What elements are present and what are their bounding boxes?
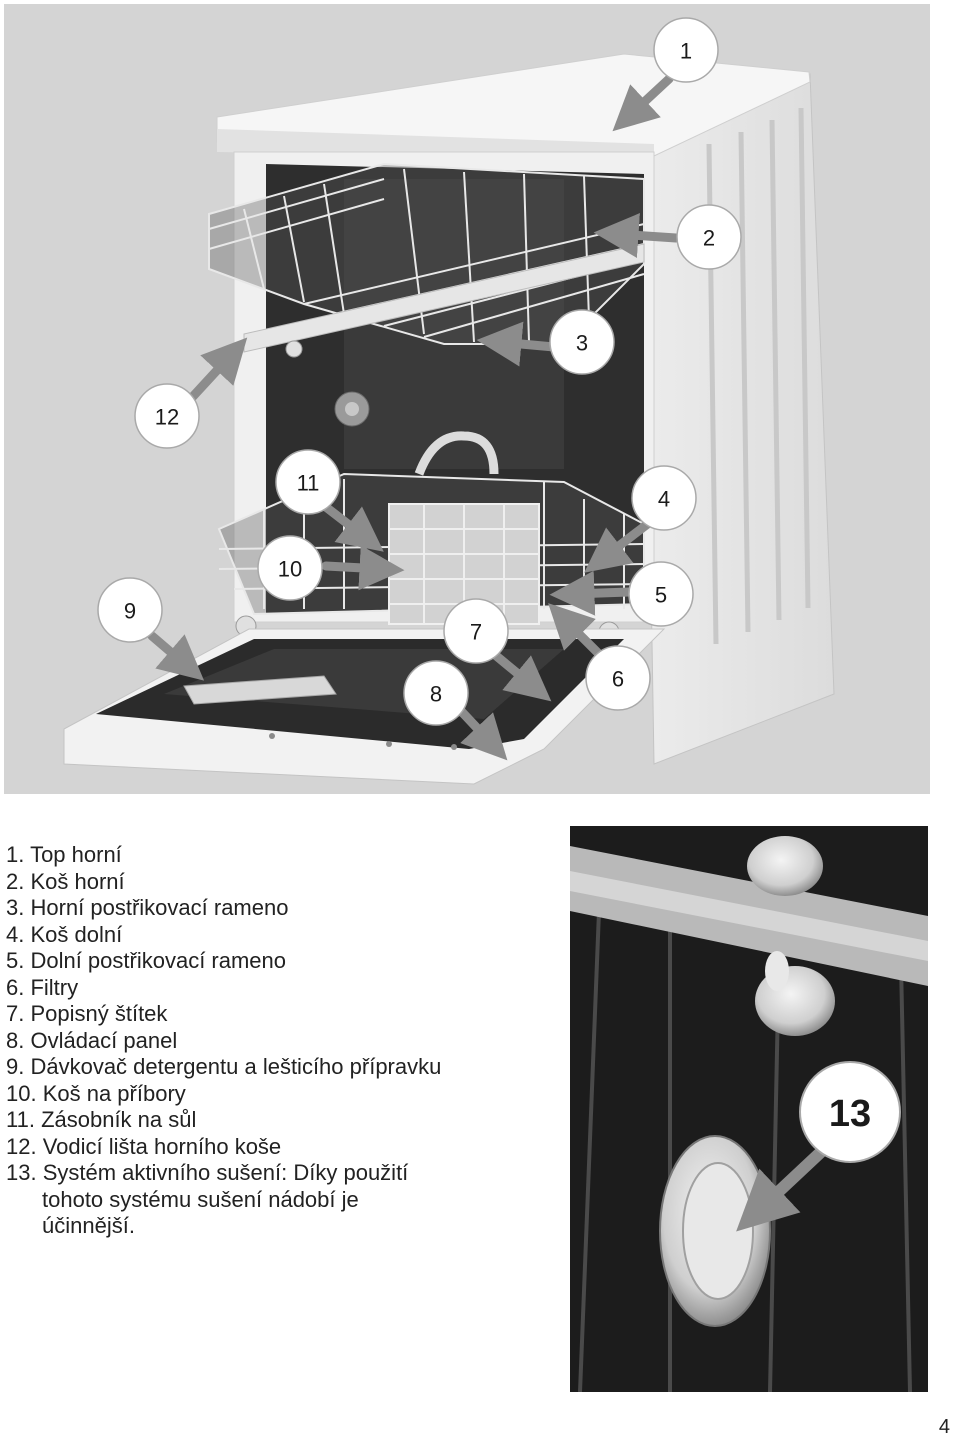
list-item: 7. Popisný štítek [6,1001,168,1026]
callout-circle-8 [403,660,469,726]
callout-number-6: 6 [612,667,624,692]
arrow-4 [584,514,659,573]
callout-circle-10 [257,535,323,601]
callout-circle-13 [799,1061,901,1163]
callout-number-13: 13 [829,1093,871,1135]
arrow-12 [181,337,248,409]
detergent-dispenser [183,675,337,705]
list-item-13-line-3: účinnější. [42,1213,135,1238]
list-item: 12. Vodicí lišta horního koše [6,1133,282,1159]
page-number: 4 [938,1416,950,1438]
callout-number-5: 5 [655,583,667,608]
callout-circle-2 [676,204,742,270]
callout-number-7: 7 [470,620,482,645]
callout-circle-9 [97,577,163,643]
arrow-3 [476,321,559,367]
callout-number-11: 11 [297,471,320,496]
list-item-13: 13. Systém aktivního sušení: Díky použit… [6,1160,566,1240]
list-item: 9. Dávkovač detergentu a lešticího přípr… [6,1054,442,1079]
arrow-2 [593,213,681,258]
callout-circle-11 [275,449,341,515]
arrow-13 [736,1145,828,1232]
list-item: 8. Ovládací panel [6,1027,178,1053]
arrow-9 [147,631,205,681]
list-item: 4. Koš dolní [6,921,123,947]
callout-number-8: 8 [430,682,442,707]
callout-number-10: 10 [278,557,302,582]
callout-circle-12 [134,383,200,449]
arrow-8 [457,707,508,761]
list-item: 5. Dolní postřikovací rameno [6,948,287,973]
callout-number-4: 4 [658,487,670,512]
callout-number-2: 2 [703,226,715,251]
callout-circles [97,17,742,726]
arrow-11 [317,499,384,552]
callout-circle-1 [653,17,719,83]
dishwasher-illustration: 1 2 3 4 5 6 7 8 9 10 11 12 [4,4,930,794]
list-item: 2. Koš horní [6,868,125,894]
door-edge-dots [269,733,457,750]
parts-list: 1. Top horní 2. Koš horní 3. Horní postř… [6,842,566,1240]
arrow-5 [549,570,634,616]
arrow-10 [321,545,405,591]
arrow-7 [489,649,552,702]
list-item-13-line-2: tohoto systému sušení nádobí je [42,1186,359,1212]
tub-back-wall [344,179,564,469]
callout-circle-3 [549,309,615,375]
callout-arrows [147,74,681,761]
list-item: 11. Zásobník na sůl [6,1107,197,1132]
arrow-1 [612,74,674,132]
list-item: 1. Top horní [6,842,122,867]
callout-number-3: 3 [576,331,588,356]
callout-circle-4 [631,465,697,531]
list-item-13-line-1: 13. Systém aktivního sušení: Díky použit… [6,1160,409,1185]
callout-circle-5 [628,561,694,627]
callout-circle-7 [443,598,509,664]
active-drying-detail-photo: 13 [570,826,928,1392]
callout-number-9: 9 [124,599,136,624]
list-item: 10. Koš na příbory [6,1080,186,1106]
callout-circle-6 [585,645,651,711]
rail-wheels [747,836,835,1036]
list-item: 6. Filtry [6,974,79,1000]
callout-number-12: 12 [155,405,179,430]
callout-number-1: 1 [680,39,692,64]
list-item: 3. Horní postřikovací rameno [6,895,289,920]
